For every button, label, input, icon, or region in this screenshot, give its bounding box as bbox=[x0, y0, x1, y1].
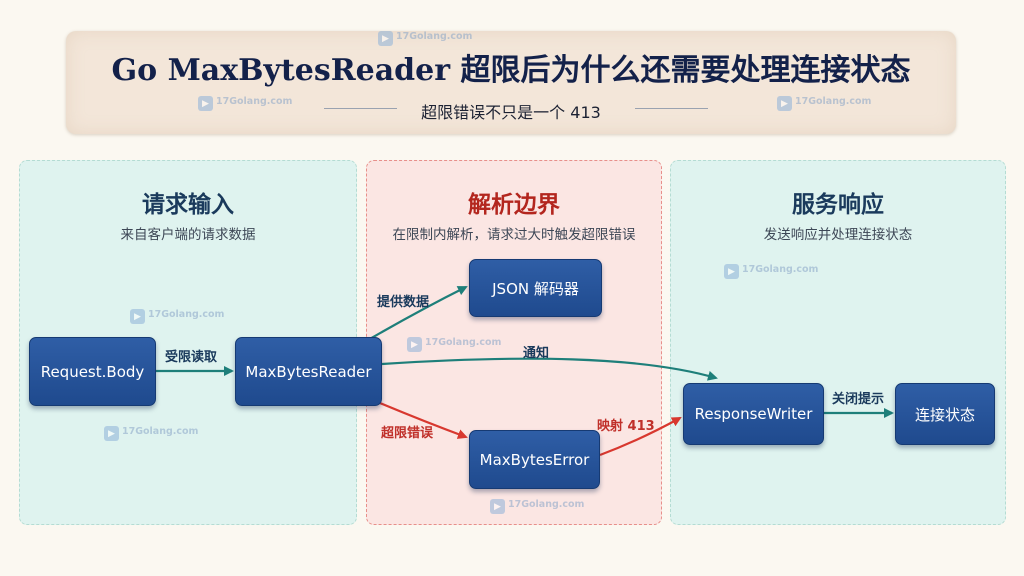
label-limited-read: 受限读取 bbox=[165, 350, 218, 365]
logo-icon: ▶ bbox=[378, 31, 393, 46]
panel-subtitle-response: 发送响应并处理连接状态 bbox=[763, 227, 913, 243]
label-map-413: 映射 413 bbox=[597, 419, 655, 434]
edge-map-413 bbox=[599, 417, 682, 457]
watermark: ▶17Golang.com bbox=[724, 264, 818, 279]
watermark: ▶17Golang.com bbox=[378, 31, 472, 46]
logo-icon: ▶ bbox=[407, 337, 422, 352]
logo-icon: ▶ bbox=[104, 426, 119, 441]
node-connection-state[interactable]: 连接状态 bbox=[895, 383, 995, 445]
logo-icon: ▶ bbox=[724, 264, 739, 279]
subtitle-rule-right bbox=[635, 108, 708, 109]
edge-notify bbox=[381, 357, 718, 381]
watermark: ▶17Golang.com bbox=[490, 499, 584, 514]
logo-icon: ▶ bbox=[777, 96, 792, 111]
page-subtitle: 超限错误不只是一个 413 bbox=[421, 103, 601, 122]
panel-subtitle-input: 来自客户端的请求数据 bbox=[120, 227, 256, 243]
node-response-writer[interactable]: ResponseWriter bbox=[683, 383, 824, 445]
panel-title-response: 服务响应 bbox=[792, 192, 884, 218]
node-max-bytes-error[interactable]: MaxBytesError bbox=[469, 430, 600, 489]
label-limit-error: 超限错误 bbox=[381, 426, 434, 441]
label-notify: 通知 bbox=[523, 346, 550, 361]
label-provide-data: 提供数据 bbox=[377, 295, 430, 310]
node-max-bytes-reader[interactable]: MaxBytesReader bbox=[235, 337, 382, 406]
logo-icon: ▶ bbox=[130, 309, 145, 324]
watermark: ▶17Golang.com bbox=[407, 337, 501, 352]
watermark: ▶17Golang.com bbox=[777, 96, 871, 111]
logo-icon: ▶ bbox=[490, 499, 505, 514]
logo-icon: ▶ bbox=[198, 96, 213, 111]
panel-title-parse: 解析边界 bbox=[468, 192, 560, 218]
subtitle-rule-left bbox=[324, 108, 397, 109]
node-json-decoder[interactable]: JSON 解码器 bbox=[469, 259, 602, 317]
watermark: ▶17Golang.com bbox=[104, 426, 198, 441]
watermark: ▶17Golang.com bbox=[198, 96, 292, 111]
edge-provide-data bbox=[367, 286, 468, 341]
page-title: Go MaxBytesReader 超限后为什么还需要处理连接状态 bbox=[111, 53, 911, 88]
label-close-hint: 关闭提示 bbox=[832, 392, 885, 407]
panel-subtitle-parse: 在限制内解析，请求过大时触发超限错误 bbox=[392, 227, 636, 243]
title-banner: Go MaxBytesReader 超限后为什么还需要处理连接状态 超限错误不只… bbox=[66, 31, 956, 134]
watermark: ▶17Golang.com bbox=[130, 309, 224, 324]
panel-title-input: 请求输入 bbox=[142, 192, 234, 218]
node-request-body[interactable]: Request.Body bbox=[29, 337, 156, 406]
panel-service-response: 服务响应 发送响应并处理连接状态 bbox=[670, 160, 1006, 525]
